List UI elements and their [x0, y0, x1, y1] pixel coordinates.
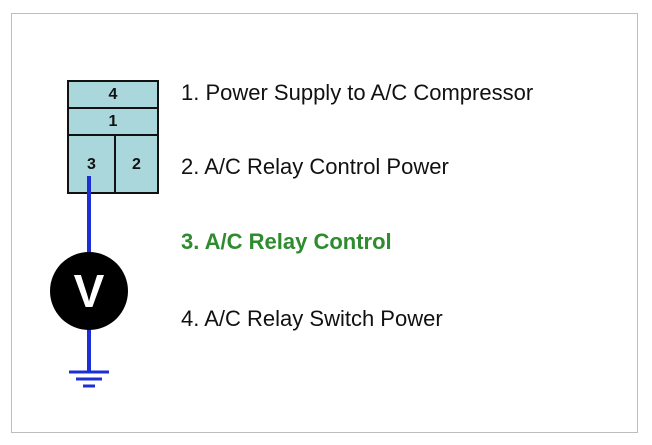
voltmeter-letter: V	[73, 265, 105, 317]
pin-4-label: 4	[108, 86, 118, 103]
voltmeter-icon	[50, 252, 128, 330]
ground-symbol-icon	[69, 370, 109, 388]
connector-row-divider-2	[69, 134, 157, 136]
connector-column-divider	[114, 134, 116, 192]
pin-1-label: 1	[108, 113, 118, 130]
pin-2-label: 2	[132, 156, 141, 173]
connector-row-divider-1	[69, 107, 157, 109]
pin-3-label: 3	[87, 156, 96, 173]
legend-item-1: 1. Power Supply to A/C Compressor	[181, 80, 534, 105]
legend-item-3: 3. A/C Relay Control	[181, 229, 392, 254]
legend-item-4: 4. A/C Relay Switch Power	[181, 306, 443, 331]
legend-item-2: 2. A/C Relay Control Power	[181, 154, 449, 179]
connector-block: 4 1 3 2	[67, 80, 159, 194]
